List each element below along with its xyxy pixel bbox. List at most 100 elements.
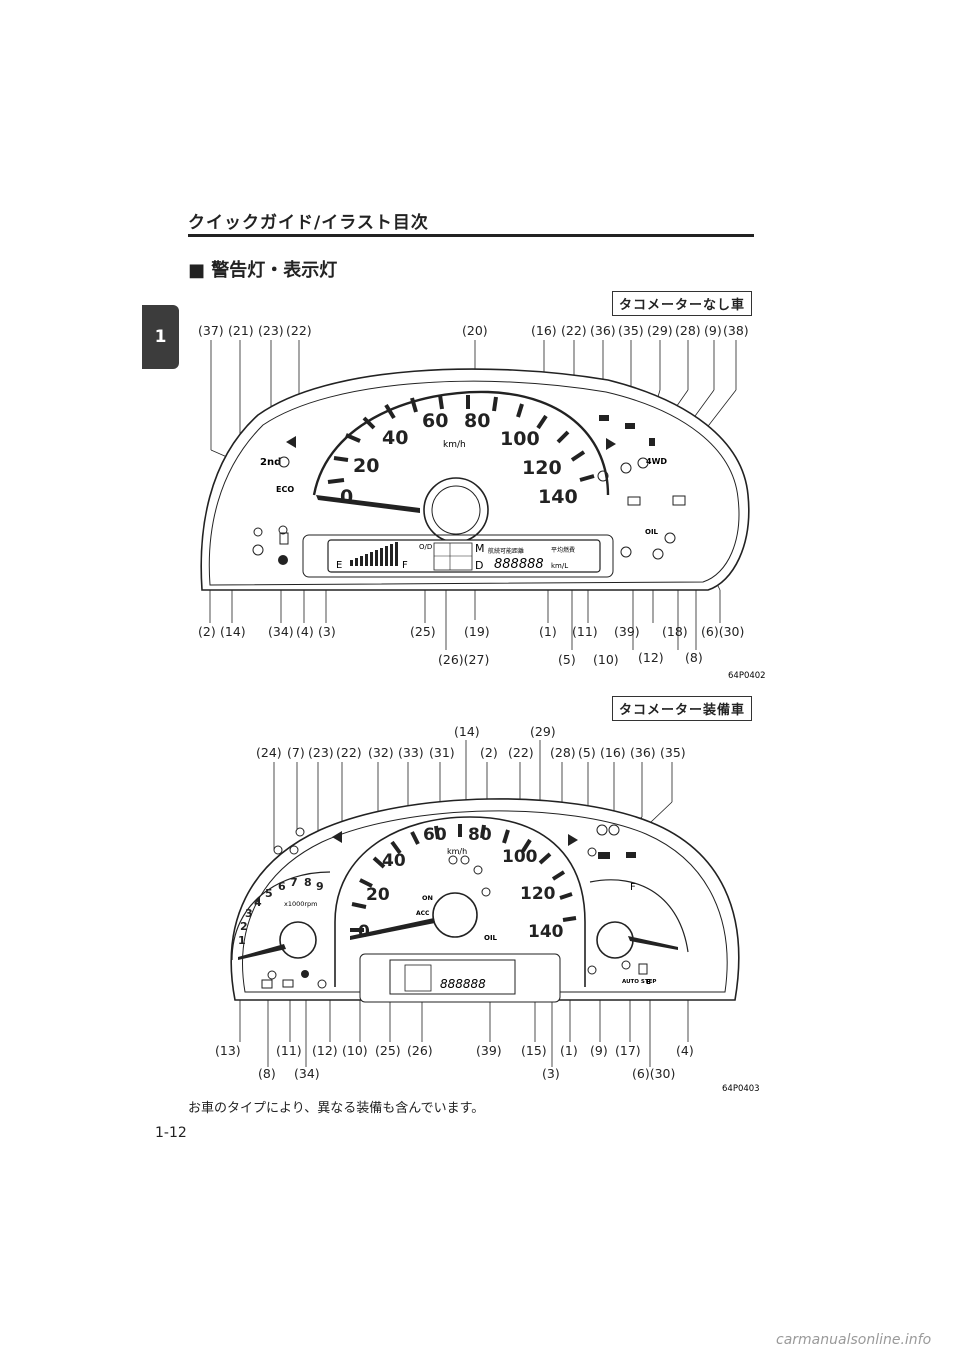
seatbelt2-icon: [460, 855, 470, 865]
4wd-icon: 4WD: [646, 457, 667, 466]
keyless-icon: [448, 855, 458, 865]
on-icon: ON: [422, 894, 433, 902]
svg-text:(11): (11): [572, 624, 598, 639]
speed2-tick-60: 60: [423, 825, 447, 845]
fig2-warning-icons: [261, 824, 648, 989]
svg-text:(22): (22): [336, 745, 362, 760]
passenger-icon: [473, 865, 483, 875]
esp-off2-icon: [625, 423, 635, 429]
speed2-unit: km/h: [447, 847, 467, 856]
speed-tick-140: 140: [538, 486, 578, 508]
speed2-tick-40: 40: [382, 851, 406, 871]
lcd-avg: 平均燃費: [551, 546, 575, 554]
svg-text:(21): (21): [228, 323, 254, 338]
lcd-e: E: [336, 560, 342, 571]
svg-text:(35): (35): [618, 323, 644, 338]
svg-text:(22): (22): [286, 323, 312, 338]
fig1-bottom-labels-1: (2) (14) (34) (4) (3) (25) (19) (1) (11)…: [198, 624, 744, 639]
svg-text:(39): (39): [476, 1043, 502, 1058]
svg-text:(5): (5): [558, 652, 576, 667]
page-number: 1-12: [155, 1125, 187, 1141]
footnote: お車のタイプにより、異なる装備も含んでいます。: [188, 1101, 485, 1116]
svg-text:(22): (22): [561, 323, 587, 338]
svg-text:(24): (24): [256, 745, 282, 760]
svg-text:(10): (10): [593, 652, 619, 667]
speed-unit: km/h: [443, 440, 466, 450]
tach-tick-3: 3: [245, 907, 253, 920]
master-warning-icon: [278, 555, 288, 565]
svg-text:(6)(30): (6)(30): [701, 624, 744, 639]
svg-text:(15): (15): [521, 1043, 547, 1058]
svg-text:(23): (23): [258, 323, 284, 338]
fuel-e: E: [646, 978, 651, 986]
lcd-digits: 888888: [494, 557, 544, 572]
speed-tick-120: 120: [522, 457, 562, 479]
chapter-tab[interactable]: 1: [142, 305, 179, 369]
tach-unit: x1000rpm: [284, 900, 318, 908]
brake3-icon: [587, 847, 597, 857]
svg-text:(36): (36): [630, 745, 656, 760]
battery2-icon: [282, 979, 294, 988]
speed2-tick-80: 80: [468, 825, 492, 845]
speed-tick-80: 80: [464, 410, 490, 432]
tach-tick-8: 8: [304, 876, 312, 889]
svg-text:(3): (3): [318, 624, 336, 639]
seatbelt-icon: [253, 527, 263, 537]
svg-text:(8): (8): [258, 1066, 276, 1081]
speed2-tick-20: 20: [366, 885, 390, 905]
2nd-icon: 2nd: [260, 457, 281, 468]
eps2-icon: [317, 979, 327, 989]
section-title: ■ 警告灯・表示灯: [188, 260, 338, 281]
speed2-tick-140: 140: [528, 922, 564, 942]
turn-right-icon: [606, 438, 616, 450]
svg-text:(1): (1): [560, 1043, 578, 1058]
lcd2-digits: 888888: [440, 977, 486, 991]
svg-text:(28): (28): [675, 323, 701, 338]
fuel-icon: [279, 532, 289, 545]
steering-icon: [652, 548, 664, 560]
svg-text:(38): (38): [723, 323, 749, 338]
fig2-bottom-labels-1: (13) (11) (12) (10) (25) (26) (39) (15) …: [215, 1043, 694, 1058]
brake2-icon: [608, 824, 620, 836]
fig2-top-labels-1: (14) (29): [454, 724, 556, 739]
esp3-off-icon: [626, 852, 636, 858]
svg-text:(7): (7): [287, 745, 305, 760]
svg-text:(3): (3): [542, 1066, 560, 1081]
temp-icon: [649, 438, 655, 446]
fig1-warning-icons: [252, 415, 686, 565]
svg-text:(16): (16): [600, 745, 626, 760]
svg-text:(18): (18): [662, 624, 688, 639]
svg-text:(39): (39): [614, 624, 640, 639]
page-header-title: クイックガイド/イラスト目次: [188, 213, 429, 233]
svg-text:(20): (20): [462, 323, 488, 338]
svg-text:(16): (16): [531, 323, 557, 338]
turn-right2-icon: [568, 834, 578, 846]
svg-text:(35): (35): [660, 745, 686, 760]
fig1-tag: タコメーターなし車: [612, 291, 753, 316]
svg-text:(25): (25): [410, 624, 436, 639]
svg-text:(9): (9): [704, 323, 722, 338]
svg-text:(25): (25): [375, 1043, 401, 1058]
speed2-tick-120: 120: [520, 884, 556, 904]
svg-text:(6)(30): (6)(30): [632, 1066, 675, 1081]
speed-tick-20: 20: [353, 455, 379, 477]
svg-text:(17): (17): [615, 1043, 641, 1058]
acc-icon: ACC: [416, 910, 430, 917]
headlight-icon: [278, 456, 290, 468]
key-icon: [267, 970, 277, 980]
svg-text:(26)(27): (26)(27): [438, 652, 489, 667]
lcd-km: km/L: [551, 562, 568, 570]
security-icon: [637, 457, 649, 469]
oil-icon: OIL: [645, 528, 659, 536]
tach-tick-9: 9: [316, 880, 324, 893]
speed-tick-60: 60: [422, 410, 448, 432]
svg-text:(4): (4): [676, 1043, 694, 1058]
lcd-m: M: [475, 542, 485, 555]
figure-meter-with-tach: 1 2 3 4 5 6 7 8 9 x1000rpm 0 20 40: [210, 722, 760, 1094]
svg-text:(32): (32): [368, 745, 394, 760]
svg-text:(22): (22): [508, 745, 534, 760]
svg-text:(23): (23): [308, 745, 334, 760]
svg-text:(37): (37): [198, 323, 224, 338]
svg-text:(8): (8): [685, 650, 703, 665]
svg-text:(33): (33): [398, 745, 424, 760]
